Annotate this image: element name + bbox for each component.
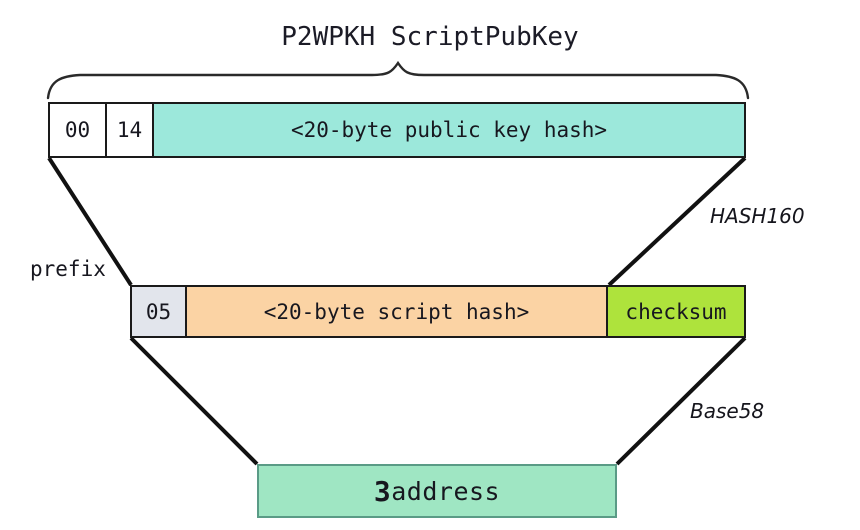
witness-version-cell: 00 — [50, 104, 107, 156]
base58-funnel-right-line — [615, 336, 747, 466]
page-title: P2WPKH ScriptPubKey — [281, 22, 579, 52]
hash160-label: HASH160 — [710, 204, 805, 228]
public-key-hash-cell: <20-byte public key hash> — [154, 104, 744, 156]
prefix-label: prefix — [30, 257, 106, 281]
checksum-cell: checksum — [606, 287, 744, 336]
version-prefix-cell: 05 — [132, 287, 187, 336]
hash160-funnel-right-line — [607, 156, 747, 287]
hash160-funnel-left-line — [47, 156, 133, 287]
address-prefix-char: 3 — [373, 474, 392, 508]
base58-label: Base58 — [690, 399, 765, 423]
script-hash-cell: <20-byte script hash> — [187, 287, 606, 336]
push-bytes-cell: 14 — [107, 104, 154, 156]
p2wpkh-scriptpubkey-bar: 00 14 <20-byte public key hash> — [48, 102, 746, 158]
address-body-text: address — [391, 476, 501, 506]
top-brace-icon — [46, 60, 750, 100]
script-hash-bar: 05 <20-byte script hash> checksum — [130, 285, 746, 338]
base58-funnel-left-line — [129, 336, 259, 466]
